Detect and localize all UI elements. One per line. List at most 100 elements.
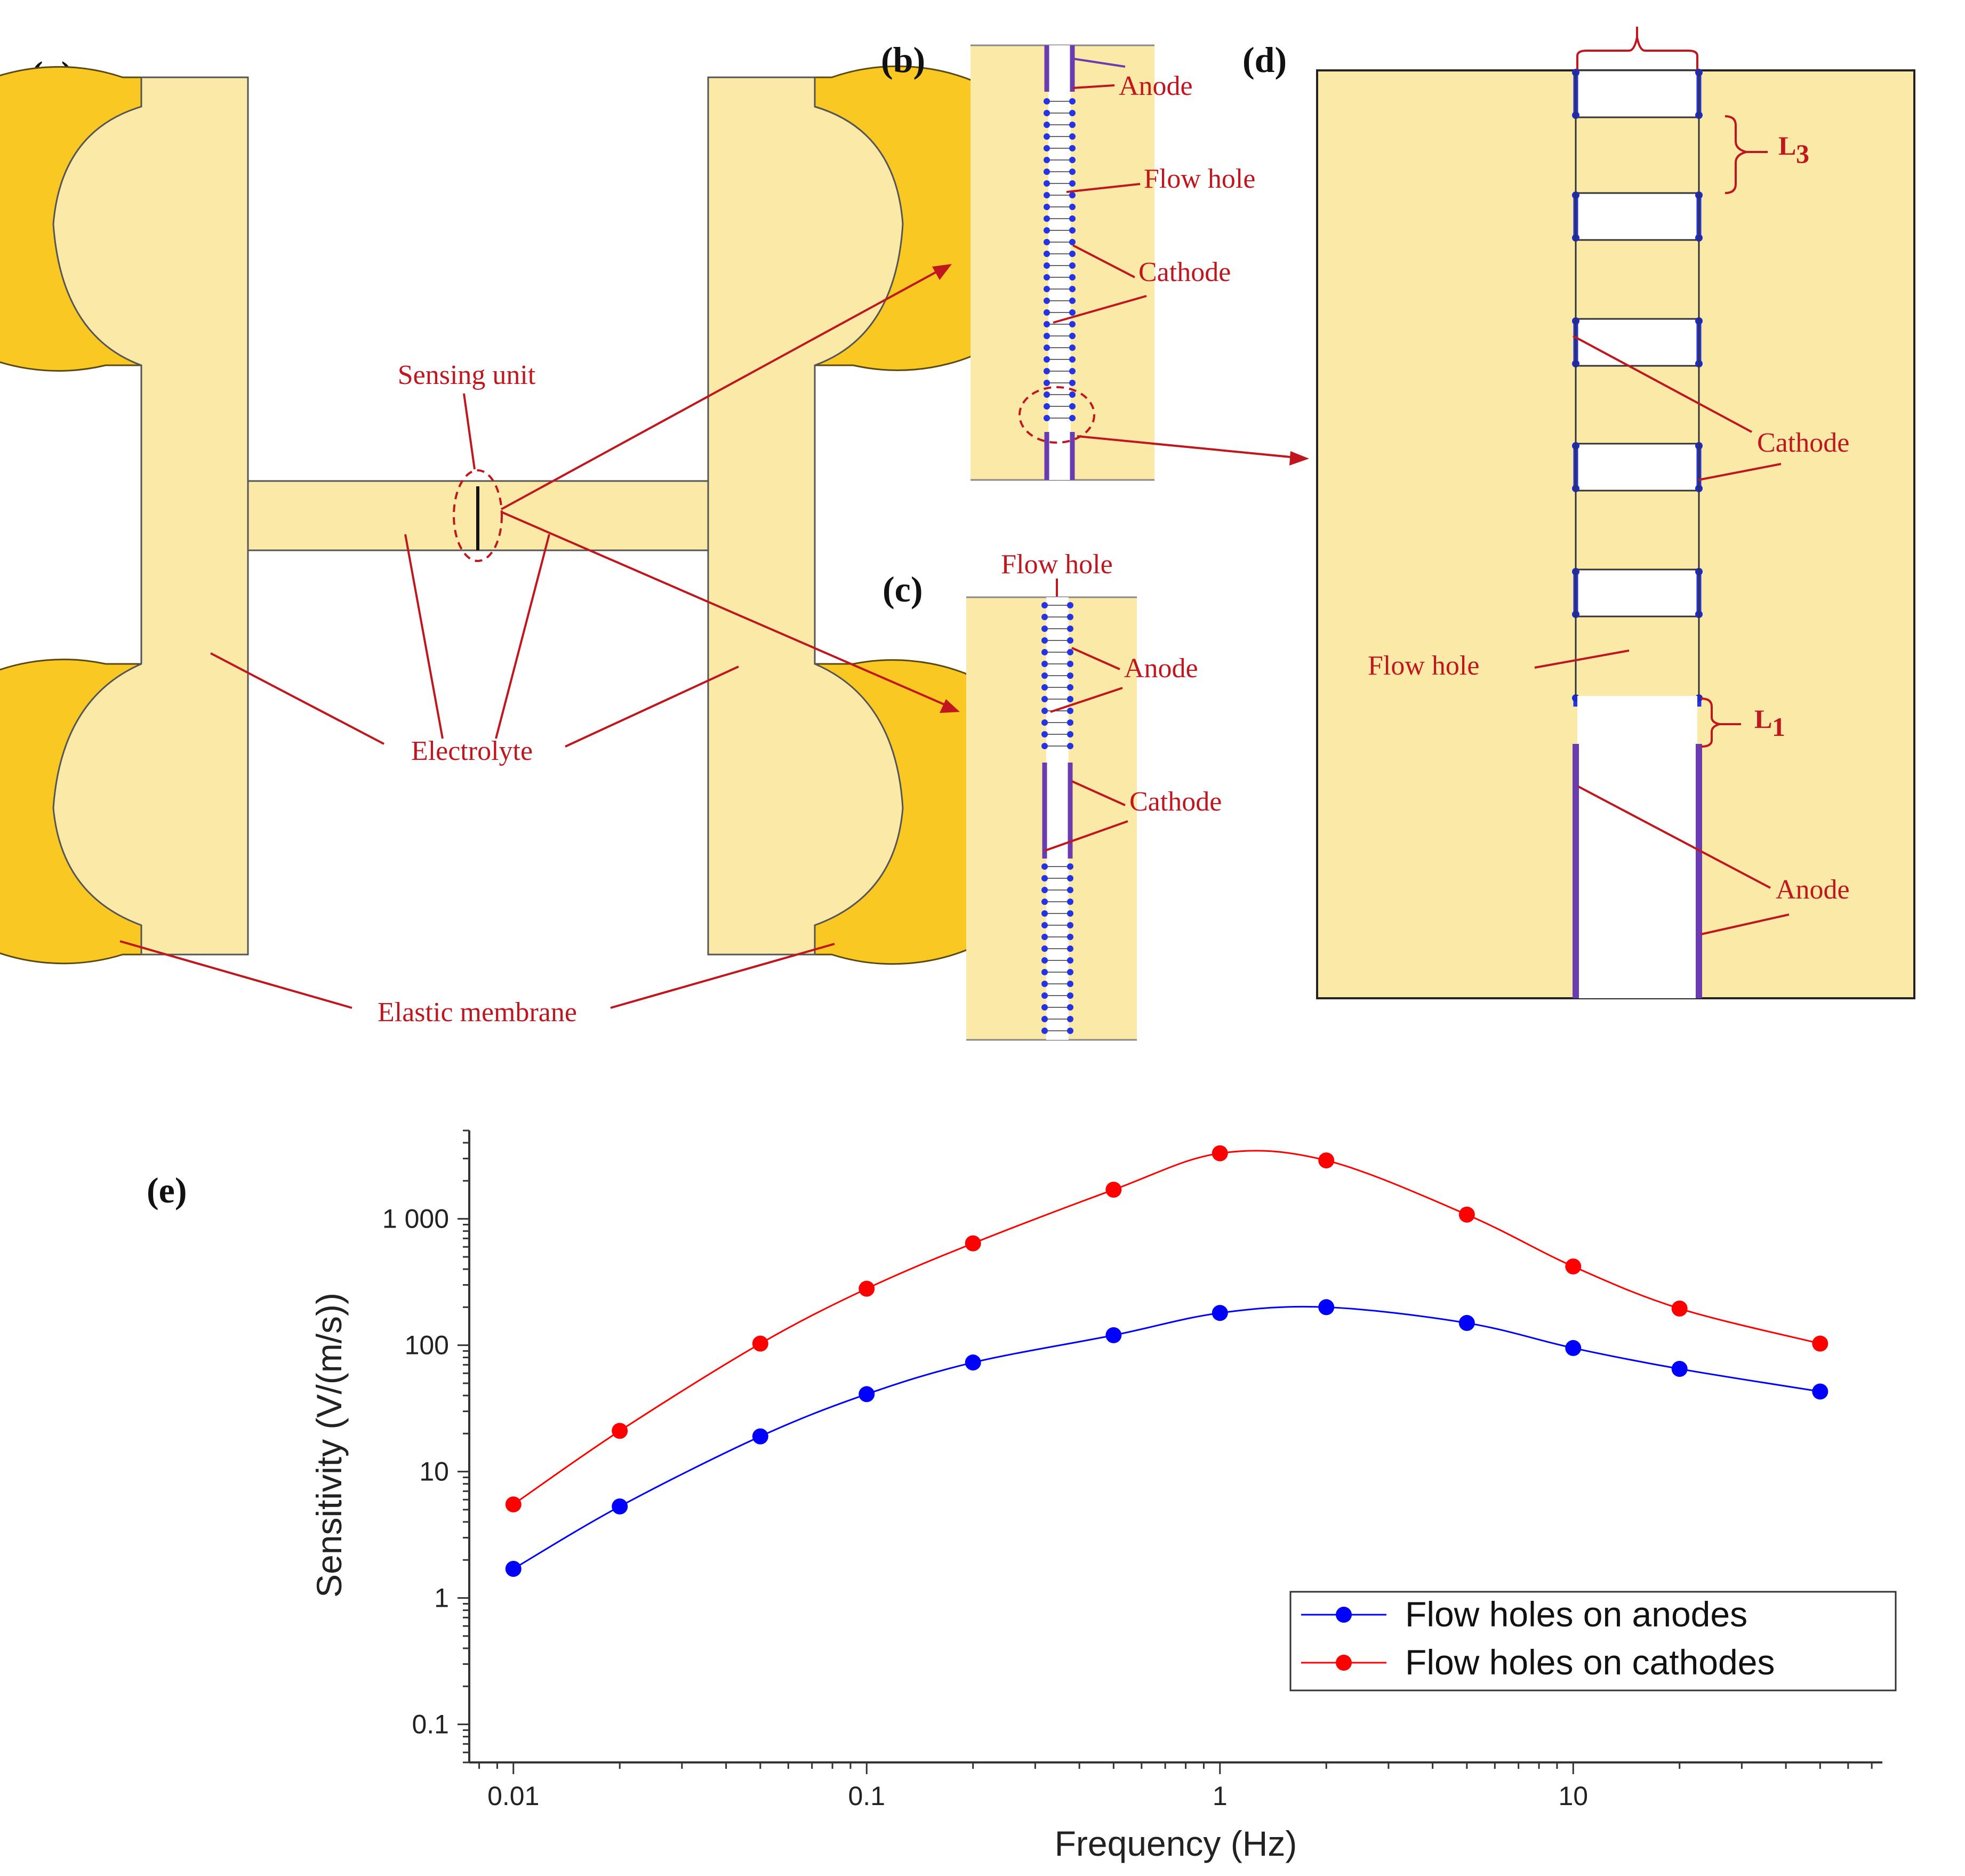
panel-b-cathode-dot [1044, 391, 1050, 398]
panel-c-anode-dot [1067, 614, 1073, 620]
arrow-to-b [501, 268, 942, 510]
panel-c-anode-dot [1067, 661, 1073, 667]
arrow-to-d [1077, 435, 1296, 459]
panel-c-anode-dot [1041, 731, 1048, 737]
panel-d-anode-leader-1 [1578, 785, 1771, 889]
panel-b-cathode-dot [1044, 192, 1050, 198]
panel-c-anode-dot [1067, 1004, 1073, 1011]
panel-d: (d) L 3 L 1 Cathode Flow hole Anode [1242, 27, 1915, 999]
panel-b-cathode-dot [1044, 333, 1050, 339]
panel-e-label: (e) [147, 1170, 187, 1210]
panel-a: (a) Sensing unit Electrolyte Elastic mem… [0, 54, 1075, 1028]
panel-b-flow-hole-leader [1066, 183, 1141, 193]
sensing-unit-label: Sensing unit [398, 360, 536, 390]
right-electrolyte [707, 76, 904, 956]
panel-b-cathode-dot [1044, 227, 1050, 234]
panel-b-cathode-dot [1044, 215, 1050, 222]
panel-c-anode-dot [1041, 899, 1048, 905]
electrolyte-leader-left [210, 652, 384, 745]
panel-c-anode-dot [1067, 649, 1073, 655]
panel-b-cathode-label: Cathode [1138, 257, 1231, 287]
panel-c: Flow hole (c) Anode Cathode [883, 549, 1222, 1041]
sensing-unit-leader [463, 393, 476, 470]
data-point-anodes [965, 1354, 981, 1371]
panel-c-anode-dot [1067, 875, 1073, 881]
panel-c-cathode-label: Cathode [1129, 787, 1222, 817]
series-layer [505, 1145, 1828, 1577]
data-point-cathodes [505, 1496, 522, 1513]
panel-d-flow-cell [1575, 318, 1700, 367]
panel-c-anode-dot [1041, 696, 1048, 702]
legend-swatch-cathodes-marker [1336, 1655, 1352, 1671]
panel-c-anode-dot [1041, 863, 1048, 870]
panel-c-flow-hole-label: Flow hole [1001, 549, 1112, 580]
panel-c-label: (c) [883, 569, 923, 610]
panel-c-anode-dot [1041, 684, 1048, 691]
data-point-cathodes [1318, 1152, 1335, 1169]
panel-d-anode-leader-2 [1701, 913, 1790, 935]
panel-b-cathode-dot [1044, 344, 1050, 351]
panel-b-cathode-dot [1044, 239, 1050, 245]
left-electrolyte [52, 76, 249, 956]
panel-c-anode-dot [1067, 969, 1073, 975]
panel-b-cathode-dot [1044, 180, 1050, 187]
legend-label-anodes: Flow holes on anodes [1405, 1594, 1747, 1634]
panel-c-anode-dot [1041, 969, 1048, 975]
panel-c-anode-dot [1067, 602, 1073, 608]
panel-b-cathode-dot [1069, 286, 1076, 292]
panel-b-cathode-dot [1069, 333, 1076, 339]
panel-d-l1-label: L [1754, 704, 1772, 734]
panel-d-flow-cell [1575, 443, 1700, 492]
data-point-cathodes [1812, 1335, 1828, 1352]
data-point-anodes [1671, 1360, 1688, 1377]
panel-d-cathode-leader-1 [1573, 335, 1752, 433]
data-point-cathodes [1671, 1300, 1688, 1317]
panel-d-anode-label: Anode [1776, 875, 1850, 905]
legend-box [1289, 1591, 1897, 1691]
panel-b-cathode-dot [1044, 204, 1050, 210]
panel-c-anode-dot [1067, 863, 1073, 870]
panel-c-anode-leader-2 [1050, 687, 1123, 713]
data-point-anodes [1212, 1305, 1228, 1321]
panel-b-cathode-dot [1069, 192, 1076, 198]
panel-b-cathode-dot [1044, 169, 1050, 175]
panel-b-cathode-dot [1069, 274, 1076, 280]
panel-b-cathode-dot [1069, 98, 1076, 105]
panel-c-anode-dot [1041, 1004, 1048, 1011]
data-point-cathodes [612, 1423, 628, 1439]
panel-c-anode-dot [1067, 672, 1073, 679]
panel-c-anode-dot [1041, 602, 1048, 608]
panel-b-cathode-dot [1069, 403, 1076, 410]
panel-c-anode-dot [1067, 957, 1073, 964]
panel-b-zoom-marker [1018, 386, 1095, 444]
y-axis-title: Sensitivity (V/(m/s)) [309, 1293, 349, 1598]
membrane-leader-left [119, 940, 352, 1009]
panel-b-cathode-dot [1044, 309, 1050, 316]
panel-b-cathode-dot [1069, 110, 1076, 116]
elastic-membrane-label: Elastic membrane [378, 997, 577, 1028]
panel-c-anode-dot [1067, 887, 1073, 893]
panel-b-cathode-dot [1069, 239, 1076, 245]
data-point-anodes [612, 1498, 628, 1515]
data-point-cathodes [859, 1280, 875, 1297]
panel-c-anode-dot [1041, 910, 1048, 917]
panel-c-anode-dot [1041, 1028, 1048, 1034]
panel-c-anode-dot [1067, 945, 1073, 952]
panel-c-anode-dot [1067, 992, 1073, 999]
membrane-leader-right [610, 943, 835, 1009]
panel-c-anode-dot [1067, 626, 1073, 632]
panel-d-flow-hole-leader [1534, 650, 1630, 669]
x-axis-title: Frequency (Hz) [1055, 1824, 1297, 1863]
panel-b-cathode-stack [1044, 98, 1076, 421]
panel-b-flow-hole-label: Flow hole [1144, 164, 1255, 194]
electrolyte-leader-channel-left [404, 534, 444, 739]
panel-b-cathode-dot [1069, 145, 1076, 151]
panel-c-anode-dot [1067, 696, 1073, 702]
panel-b-cathode-dot [1069, 227, 1076, 234]
data-point-anodes [1318, 1299, 1335, 1316]
panel-c-anode-dot [1067, 910, 1073, 917]
panel-c-anode-dot [1067, 684, 1073, 691]
